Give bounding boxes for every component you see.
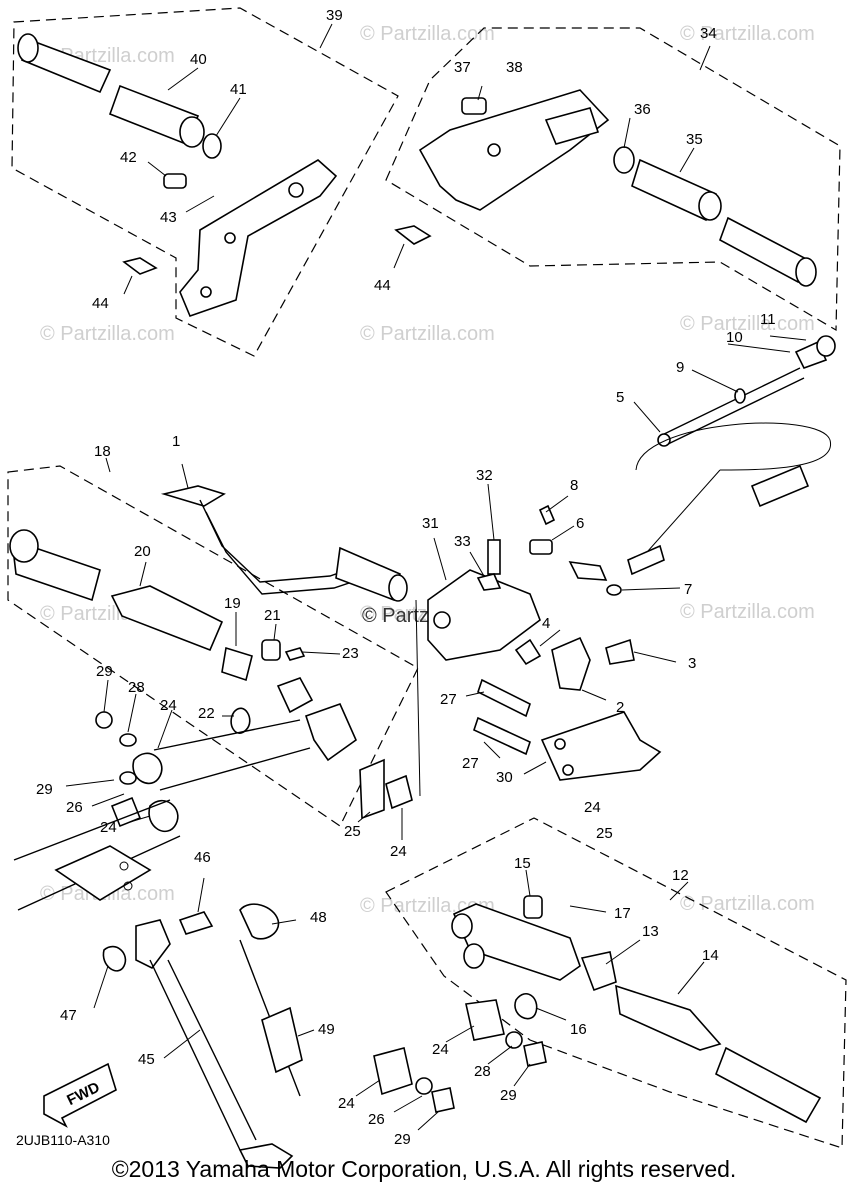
callout-label: 13 [642,923,659,940]
callout-label: 49 [318,1021,335,1038]
callout-label: 24 [160,697,177,714]
callout-label: 46 [194,849,211,866]
callout-label: 8 [570,477,578,494]
brake-pedal [160,463,408,602]
callout-label: 33 [454,533,471,550]
callout-label: 24 [100,819,117,836]
callout-label: 39 [326,7,343,24]
callout-label: 9 [676,359,684,376]
callout-label: 29 [500,1087,517,1104]
callout-label: 16 [570,1021,587,1038]
callout-label: 29 [96,663,113,680]
frame-section [13,799,181,911]
callout-label: 1 [172,433,180,450]
side-stand [93,877,315,1169]
callout-label: 44 [92,295,109,312]
watermark: © Partzilla.com [680,601,815,623]
callout-label: 24 [584,799,601,816]
callout-label: 27 [462,755,479,772]
callout-label: 6 [576,515,584,532]
callout-label: 25 [596,825,613,842]
callout-label: 21 [264,607,281,624]
callout-label: 4 [542,615,550,632]
callout-label: 47 [60,1007,77,1024]
callout-label: 26 [368,1111,385,1128]
callout-labels: 39 40 41 42 43 44 37 38 34 36 35 44 11 1… [36,7,776,1148]
diagram-code: 2UJB110-A310 [16,1132,110,1148]
callout-label: 29 [36,781,53,798]
callout-label: 10 [726,329,743,346]
callout-label: 23 [342,645,359,662]
brake-pivot-bracket [427,483,677,781]
callout-label: 30 [496,769,513,786]
callout-label: 26 [66,799,83,816]
callout-label: 24 [338,1095,355,1112]
callout-label: 20 [134,543,151,560]
callout-label: 15 [514,855,531,872]
callout-label: 48 [310,909,327,926]
watermark: © Partzilla.com [680,23,815,45]
callout-label: 34 [700,25,717,42]
rider-footrest-left-lower-assembly [7,457,421,840]
callout-label: 27 [440,691,457,708]
callout-label: 29 [394,1131,411,1148]
callout-label: 2 [616,699,624,716]
callout-label: 11 [760,311,776,328]
callout-label: 40 [190,51,207,68]
callout-label: 42 [120,149,137,166]
brake-rod-cable [568,335,836,596]
callout-label: 43 [160,209,177,226]
watermark: © Partzilla.com [680,893,815,915]
rider-footrest-left-assembly [11,7,399,357]
callout-label: 44 [374,277,391,294]
callout-label: 3 [688,655,696,672]
callout-label: 14 [702,947,719,964]
callout-label: 41 [230,81,247,98]
callout-label: 32 [476,467,493,484]
callout-label: 18 [94,443,111,460]
forward-arrow-icon: FWD [43,1062,117,1128]
callout-label: 12 [672,867,689,884]
callout-label: 17 [614,905,631,922]
callout-label: 37 [454,59,471,76]
callout-label: 36 [634,101,651,118]
callout-label: 5 [616,389,624,406]
passenger-footrest-right-assembly [385,27,841,332]
copyright-footer: ©2013 Yamaha Motor Corporation, U.S.A. A… [111,1156,737,1182]
watermark: © Partzilla.com [680,313,815,335]
callout-label: 25 [344,823,361,840]
callout-label: 38 [506,59,523,76]
callout-label: 28 [474,1063,491,1080]
callout-label: 22 [198,705,215,722]
watermark: © Partzilla.com [360,323,495,345]
callout-label: 7 [684,581,692,598]
callout-label: 24 [390,843,407,860]
callout-label: 45 [138,1051,155,1068]
callout-label: 31 [422,515,439,532]
callout-label: 24 [432,1041,449,1058]
watermark: © Partzilla.com [40,323,175,345]
callout-label: 19 [224,595,241,612]
rider-footrest-right-assembly [355,817,847,1149]
callout-label: 28 [128,679,145,696]
watermark: © Partzilla.com [360,23,495,45]
callout-label: 35 [686,131,703,148]
